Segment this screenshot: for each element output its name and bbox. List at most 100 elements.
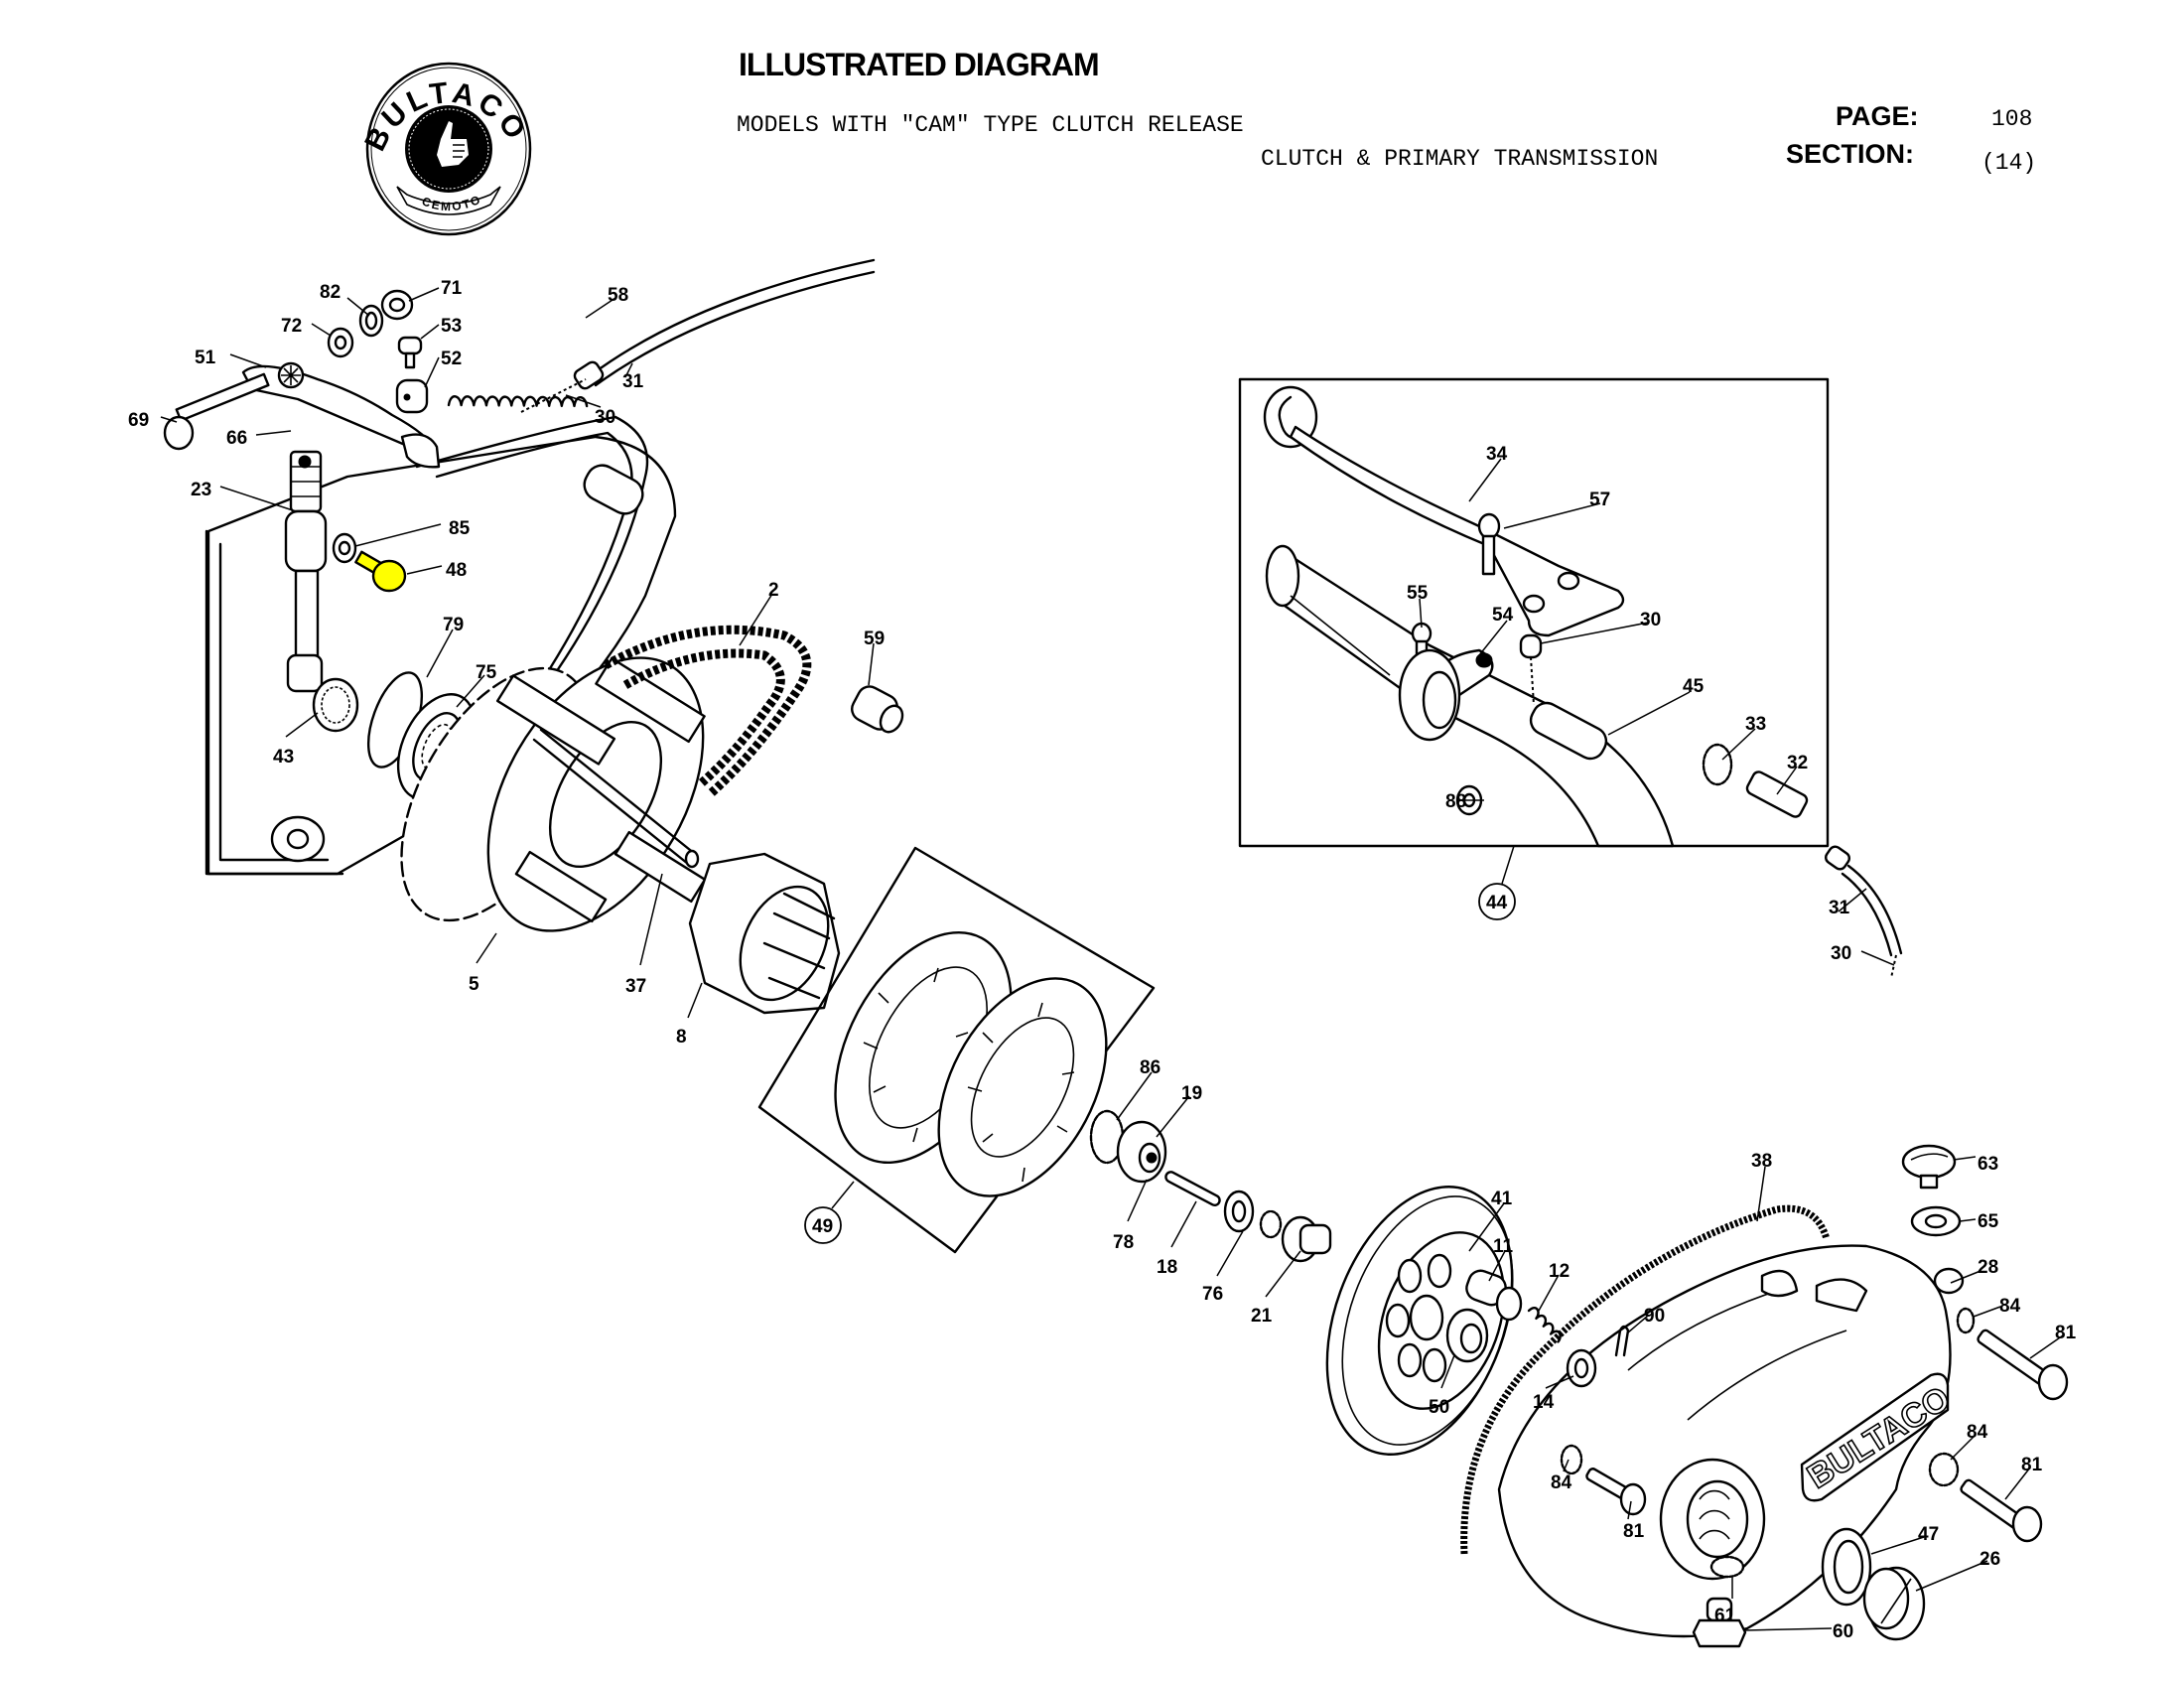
callout-28: 28 [1978,1257,1998,1278]
inspection-cap-26 [1862,1566,1926,1641]
inset-handlebar-lever [1238,377,1830,848]
nut-71 [380,289,414,321]
clamp-bracket [1398,648,1461,742]
return-spring [447,395,589,408]
callout-48: 48 [446,560,467,581]
washer-14 [1566,1348,1597,1388]
callout-72: 72 [281,316,302,337]
pushrod-18 [1164,1171,1221,1207]
callout-19: 19 [1181,1083,1202,1104]
callout-75: 75 [476,662,497,683]
callout-57: 57 [1589,490,1610,510]
callout-5: 5 [469,974,479,995]
seal-65 [1910,1205,1962,1237]
callout-26: 26 [1979,1549,2000,1570]
callout-88: 88 [1445,791,1466,812]
callout-23: 23 [191,480,211,500]
bolt-69 [163,372,270,451]
callout-41: 41 [1491,1189,1513,1209]
handlebar-lever-34 [1263,385,1625,637]
drain-plug-60 [1692,1597,1747,1648]
callout-66: 66 [226,428,247,449]
screw-53 [397,336,423,369]
thumbs-up-icon [437,121,469,167]
callout-labels: 82 71 72 53 51 52 58 31 30 69 66 23 85 4… [128,278,2077,1642]
callout-60: 60 [1833,1621,1853,1642]
callout-circle-44 [1478,883,1516,920]
plate-set-frame [757,846,1156,1254]
pin-90 [1614,1325,1630,1357]
nipple-30 [1519,633,1543,706]
callout-65: 65 [1978,1211,1999,1232]
bultaco-logo: BULTACO CEMOTO [358,62,532,236]
callout-55: 55 [1407,583,1429,604]
callout-8: 8 [676,1027,687,1048]
callout-81-top: 81 [2055,1323,2077,1343]
filler-plug-63 [1901,1144,1957,1190]
callout-circle-49 [804,1206,842,1244]
screw-57 [1477,512,1501,576]
subtitle: MODELS WITH "CAM" TYPE CLUTCH RELEASE [737,112,1244,138]
adjuster-21 [1281,1215,1332,1263]
callout-84-mid: 84 [1967,1422,1988,1443]
cable-ferrule [573,360,605,390]
screw-81-left [1585,1468,1647,1516]
callout-45: 45 [1683,676,1705,697]
locknut-33 [1702,743,1733,786]
callout-59: 59 [864,629,885,649]
gasket-38 [1460,1204,1831,1555]
leader-lines [160,287,2064,1631]
callout-82: 82 [320,282,341,303]
clutch-lever-arm [241,361,441,469]
washer-76 [1223,1190,1255,1233]
operating-shaft-23 [284,450,328,693]
callout-90: 90 [1644,1306,1665,1327]
callout-38: 38 [1751,1151,1772,1172]
adjuster-body-45 [1529,701,1608,761]
primary-chain-2 [603,625,812,798]
callout-86: 86 [1140,1057,1160,1078]
callout-84-top: 84 [1999,1296,2021,1317]
callout-14: 14 [1533,1392,1555,1413]
callout-30-inset: 30 [1640,610,1661,630]
clutch-plate-friction [937,977,1108,1197]
callout-81-left: 81 [1623,1521,1645,1542]
callout-81-mid: 81 [2021,1455,2043,1475]
nut-50 [1445,1308,1489,1363]
callout-44: 44 [1486,893,1508,913]
callout-53: 53 [441,316,462,337]
callout-31-upper: 31 [622,371,644,392]
washer-84-top [1956,1307,1976,1334]
callout-61: 61 [1714,1606,1736,1626]
callout-79: 79 [443,615,464,635]
callout-69: 69 [128,410,149,431]
page-label: PAGE: [1836,101,1919,131]
screw-48-highlighted[interactable] [354,550,407,593]
cable-clamp-52 [395,378,429,414]
callout-34: 34 [1486,444,1508,465]
callout-30-lower: 30 [1831,943,1851,964]
callout-49: 49 [812,1216,833,1237]
callout-18: 18 [1157,1257,1177,1278]
section-label: SECTION: [1786,139,1914,169]
spring-12 [1527,1307,1562,1343]
callout-47: 47 [1918,1524,1939,1545]
callout-52: 52 [441,349,462,369]
callout-76: 76 [1202,1284,1223,1305]
section-number: (14) [1981,150,2036,176]
callout-51: 51 [195,348,216,368]
callout-30-upper: 30 [595,407,615,428]
screw-81-top [1977,1329,2069,1401]
washer-84-mid [1928,1452,1960,1487]
callout-84-left: 84 [1551,1472,1572,1493]
callout-2: 2 [768,580,779,601]
washer-84-left [1560,1444,1583,1475]
callout-32: 32 [1787,753,1808,773]
page-number: 108 [1991,106,2032,132]
handlebar [1265,544,1675,848]
callout-50: 50 [1429,1397,1449,1418]
callout-12: 12 [1549,1261,1570,1282]
callout-63: 63 [1978,1154,1998,1175]
screw-81-mid [1960,1478,2043,1543]
